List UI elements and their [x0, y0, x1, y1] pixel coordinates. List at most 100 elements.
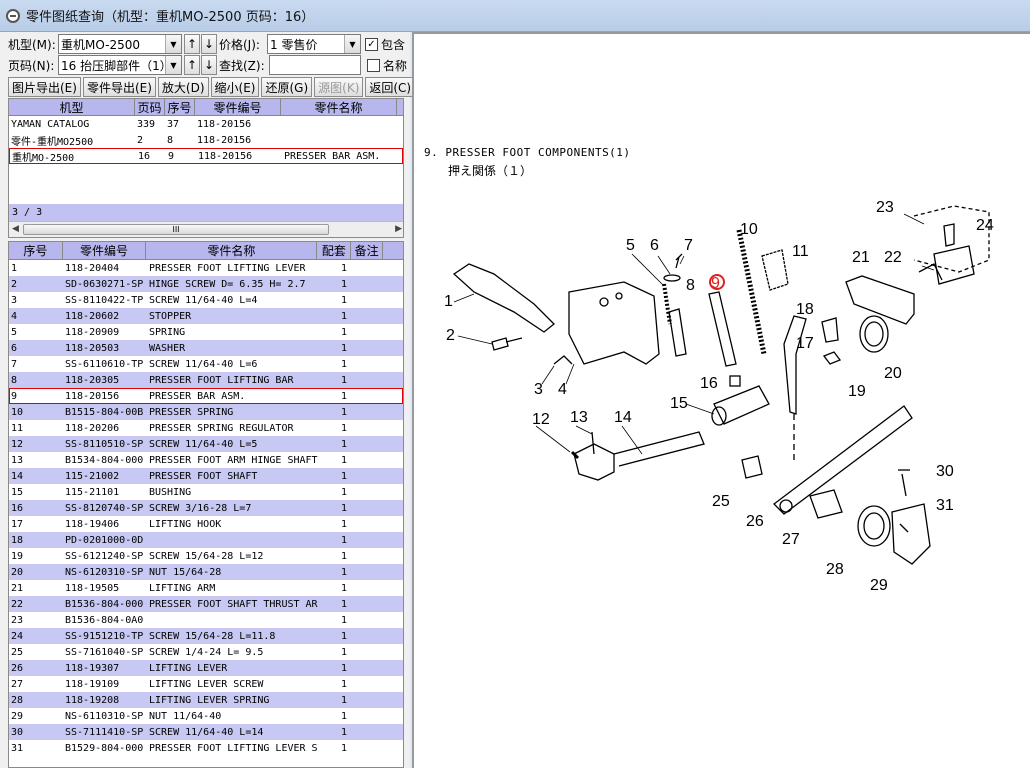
model-select[interactable]: 重机MO-2500 ▼	[58, 34, 182, 54]
label-17[interactable]: 17	[796, 335, 814, 352]
label-16[interactable]: 16	[700, 375, 718, 392]
label-24[interactable]: 24	[976, 217, 994, 234]
label-10[interactable]: 10	[740, 221, 758, 238]
model-up-button[interactable]: ↑	[184, 34, 200, 54]
col-part-name[interactable]: 零件名称	[281, 99, 397, 115]
source-image-button[interactable]: 源图(K)	[314, 77, 364, 97]
col-part-no[interactable]: 零件编号	[63, 242, 147, 259]
col-model[interactable]: 机型	[9, 99, 135, 115]
chevron-down-icon[interactable]: ▼	[344, 35, 360, 53]
col-seq[interactable]: 序号	[165, 99, 195, 115]
table-row[interactable]: 零件-重机MO2500 2 8 118-20156	[9, 132, 403, 148]
label-31[interactable]: 31	[936, 497, 954, 514]
label-23[interactable]: 23	[876, 199, 894, 216]
export-image-button[interactable]: 图片导出(E)	[8, 77, 81, 97]
label-18[interactable]: 18	[796, 301, 814, 318]
label-7[interactable]: 7	[684, 237, 693, 254]
col-remark[interactable]: 备注	[351, 242, 384, 259]
label-22[interactable]: 22	[884, 249, 902, 266]
zoom-in-button[interactable]: 放大(D)	[157, 77, 209, 97]
label-6[interactable]: 6	[650, 237, 659, 254]
scroll-right-icon[interactable]: ▶	[395, 224, 402, 234]
col-part-name[interactable]: 零件名称	[146, 242, 318, 259]
page-up-button[interactable]: ↑	[184, 55, 200, 75]
col-part-no[interactable]: 零件编号	[195, 99, 281, 115]
horizontal-scrollbar[interactable]: ◀ III ▶	[9, 221, 403, 237]
label-21[interactable]: 21	[852, 249, 870, 266]
label-1[interactable]: 1	[444, 293, 453, 310]
label-15[interactable]: 15	[670, 395, 688, 412]
table-row[interactable]: YAMAN CATALOG 339 37 118-20156	[9, 116, 403, 132]
chevron-down-icon[interactable]: ▼	[165, 35, 181, 53]
label-29[interactable]: 29	[870, 577, 888, 594]
restore-button[interactable]: 还原(G)	[261, 77, 313, 97]
label-9[interactable]: 9	[711, 275, 720, 292]
include-checkbox[interactable]: ✓	[365, 37, 378, 51]
export-parts-button[interactable]: 零件导出(E)	[82, 77, 156, 97]
label-5[interactable]: 5	[626, 237, 635, 254]
label-28[interactable]: 28	[826, 561, 844, 578]
label-11[interactable]: 11	[792, 243, 809, 260]
label-13[interactable]: 13	[570, 409, 588, 426]
parts-diagram[interactable]: 1 2 3 4 5 6 7 8 9 10 11 12 13 14 15 16 1…	[414, 34, 1028, 766]
page-select[interactable]: 16 抬压脚部件（1） ▼	[58, 55, 182, 75]
name-checkbox[interactable]	[367, 58, 380, 72]
back-button[interactable]: 返回(C)	[365, 77, 416, 97]
label-12[interactable]: 12	[532, 411, 550, 428]
label-14[interactable]: 14	[614, 409, 632, 426]
label-27[interactable]: 27	[782, 531, 800, 548]
label-8[interactable]: 8	[686, 277, 695, 294]
page-down-button[interactable]: ↓	[201, 55, 217, 75]
col-page[interactable]: 页码	[135, 99, 165, 115]
scroll-thumb[interactable]: III	[23, 224, 329, 235]
label-30[interactable]: 30	[936, 463, 954, 480]
label-25[interactable]: 25	[712, 493, 730, 510]
label-2[interactable]: 2	[446, 327, 455, 344]
find-input[interactable]	[269, 55, 361, 75]
col-qty[interactable]: 配套	[317, 242, 352, 259]
model-down-button[interactable]: ↓	[201, 34, 217, 54]
label-26[interactable]: 26	[746, 513, 764, 530]
scroll-left-icon[interactable]: ◀	[12, 224, 19, 234]
col-seq[interactable]: 序号	[9, 242, 63, 259]
label-3[interactable]: 3	[534, 381, 543, 398]
label-19[interactable]: 19	[848, 383, 866, 400]
price-select[interactable]: 1 零售价 ▼	[267, 34, 361, 54]
diagram-panel[interactable]: 9. PRESSER FOOT COMPONENTS(1) 押え関係（１）	[412, 32, 1030, 768]
label-20[interactable]: 20	[884, 365, 902, 382]
zoom-out-button[interactable]: 缩小(E)	[210, 77, 260, 97]
label-4[interactable]: 4	[558, 381, 567, 398]
chevron-down-icon[interactable]: ▼	[165, 56, 181, 74]
